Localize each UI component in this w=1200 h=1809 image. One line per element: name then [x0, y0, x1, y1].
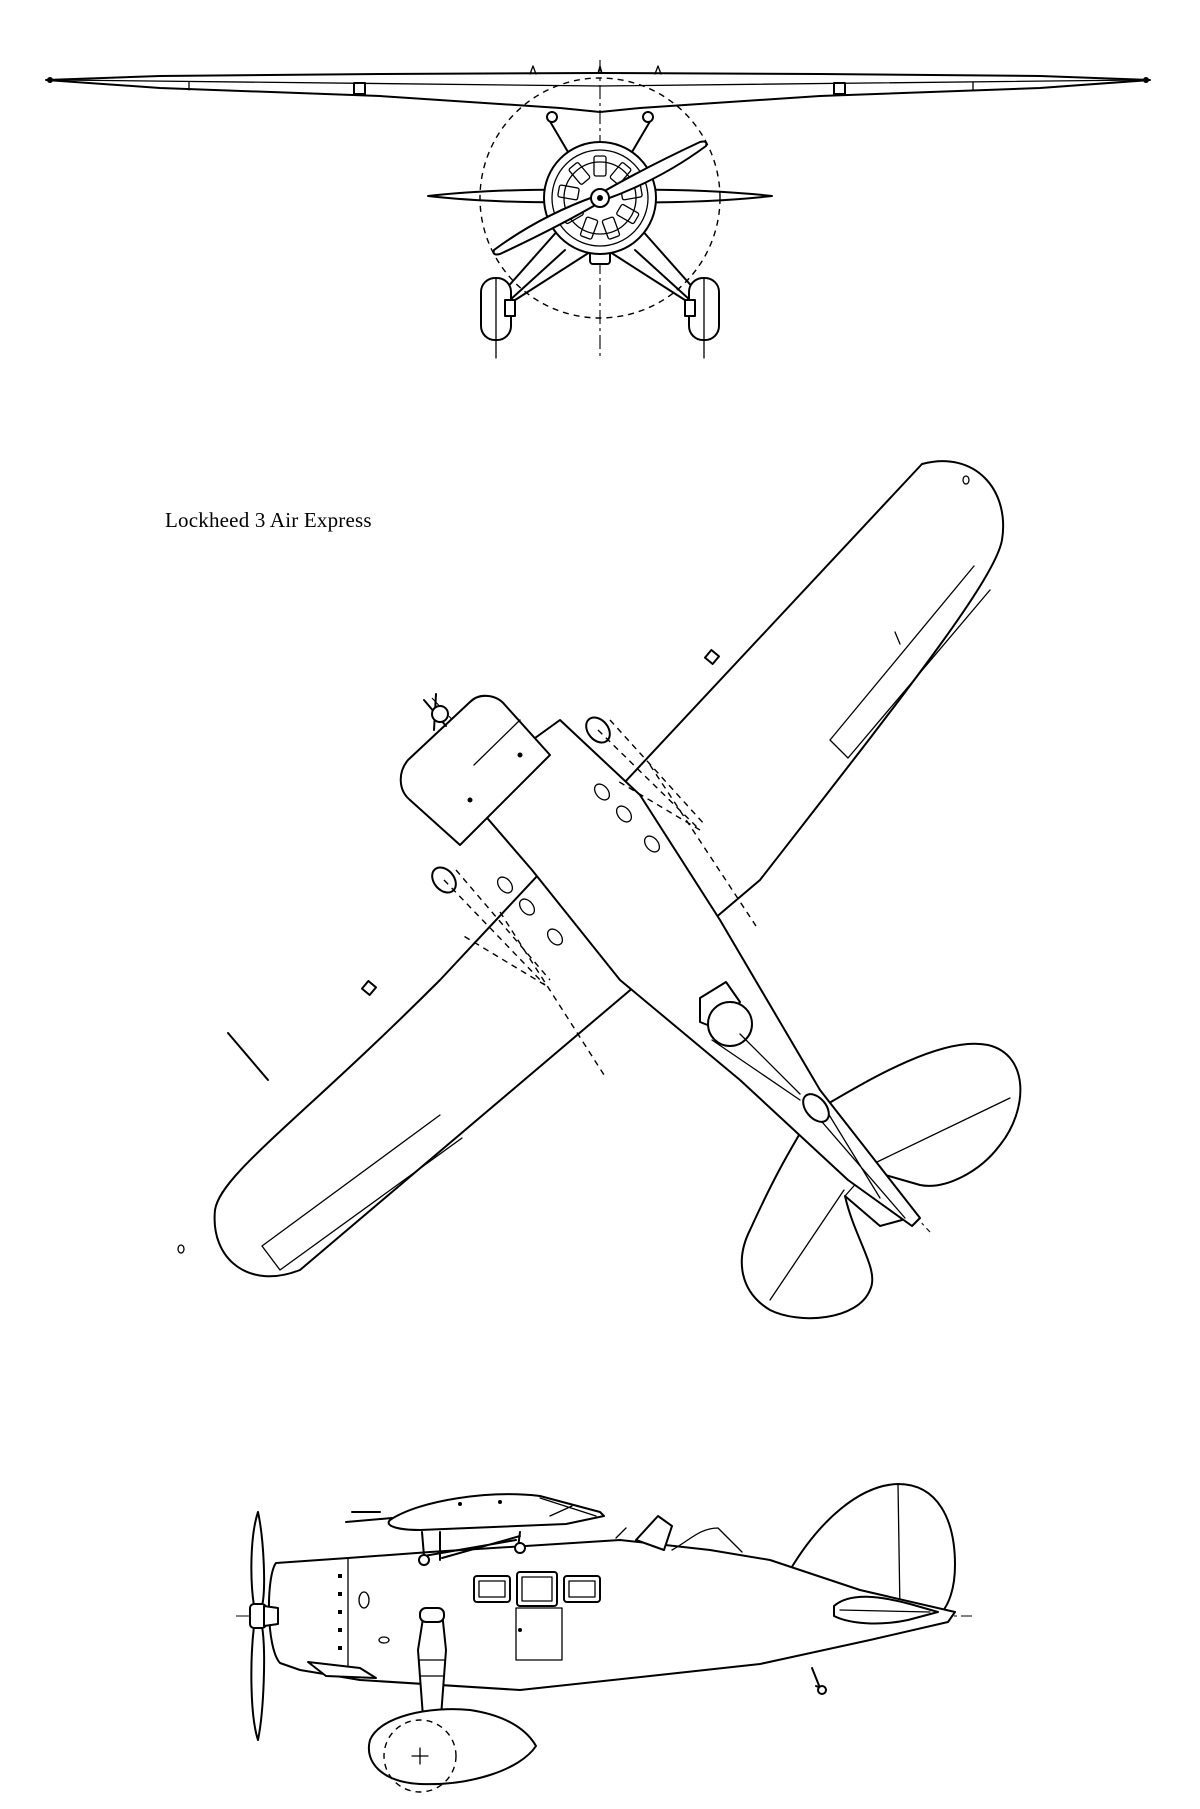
- side-view-cockpit-windscreen: [635, 1515, 673, 1551]
- side-view-cabin-door: [515, 1607, 563, 1661]
- drawing-title: Lockheed 3 Air Express: [165, 508, 372, 532]
- side-view-cabin-windows: [473, 1571, 601, 1607]
- front-view-wing: [45, 72, 1151, 113]
- side-view-wheel-pant: [367, 1708, 537, 1786]
- plan-view: [177, 460, 1022, 1320]
- front-view-tailplane: [427, 188, 773, 204]
- side-view: [236, 1483, 972, 1793]
- plan-view-windows: [496, 783, 661, 946]
- plan-view-engine: [399, 694, 551, 846]
- front-view: [45, 60, 1151, 360]
- side-view-wing: [387, 1493, 605, 1531]
- plan-view-horizontal-tail: [740, 1042, 1022, 1320]
- front-view-wing-fitting-right: [833, 82, 846, 95]
- front-view-wing-fitting-left: [353, 82, 366, 95]
- side-view-cowling-rivets: [338, 1574, 342, 1650]
